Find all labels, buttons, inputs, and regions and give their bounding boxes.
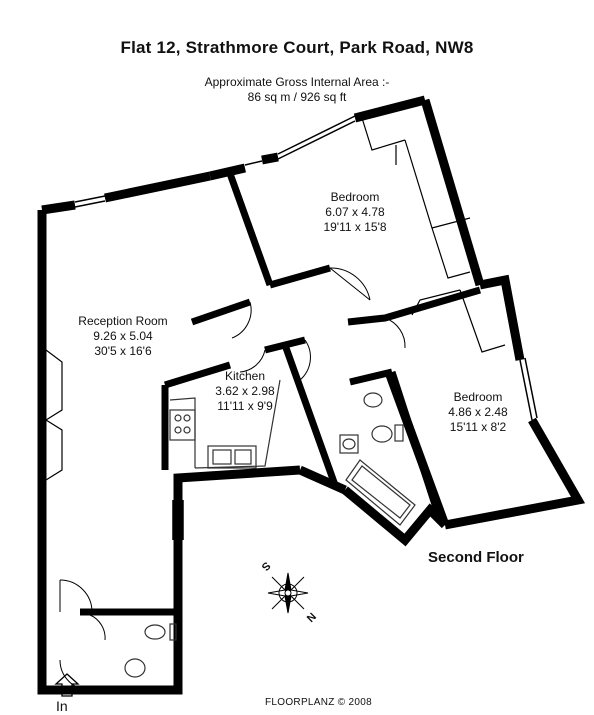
area-value: 86 sq m / 926 sq ft [247, 90, 347, 104]
window-lines [74, 115, 538, 540]
room-label-reception: Reception Room 9.26 x 5.04 30'5 x 16'6 [68, 314, 178, 359]
room-imperial: 30'5 x 16'6 [94, 344, 152, 358]
room-imperial: 19'11 x 15'8 [323, 220, 387, 234]
room-name: Bedroom [453, 390, 503, 404]
bathroom-fixtures [124, 392, 416, 678]
room-metric: 6.07 x 4.78 [325, 205, 385, 219]
copyright-credit: FLOORPLANZ © 2008 [265, 697, 372, 708]
wardrobes [361, 117, 506, 353]
area-caption: Approximate Gross Internal Area :- [204, 75, 390, 89]
room-name: Bedroom [330, 190, 380, 204]
room-metric: 4.86 x 2.48 [448, 405, 508, 419]
floor-level-label: Second Floor [428, 549, 524, 566]
room-metric: 3.62 x 2.98 [215, 384, 275, 398]
entry-arrow [54, 673, 80, 697]
room-name: Kitchen [224, 369, 266, 383]
entry-label: In [56, 698, 68, 714]
room-metric: 9.26 x 5.04 [93, 329, 153, 343]
room-name: Reception Room [78, 314, 168, 328]
door-swings [59, 267, 406, 691]
kitchen-fixtures [169, 379, 281, 469]
plan-title: Flat 12, Strathmore Court, Park Road, NW… [120, 38, 474, 57]
room-imperial: 11'11 x 9'9 [217, 399, 273, 413]
compass-rose [267, 572, 309, 614]
room-label-bedroom-second: Bedroom 4.86 x 2.48 15'11 x 8'2 [428, 390, 528, 435]
bay-window [45, 349, 63, 481]
room-imperial: 15'11 x 8'2 [449, 420, 507, 434]
room-label-kitchen: Kitchen 3.62 x 2.98 11'11 x 9'9 [200, 369, 290, 414]
room-label-bedroom-main: Bedroom 6.07 x 4.78 19'11 x 15'8 [300, 190, 410, 235]
